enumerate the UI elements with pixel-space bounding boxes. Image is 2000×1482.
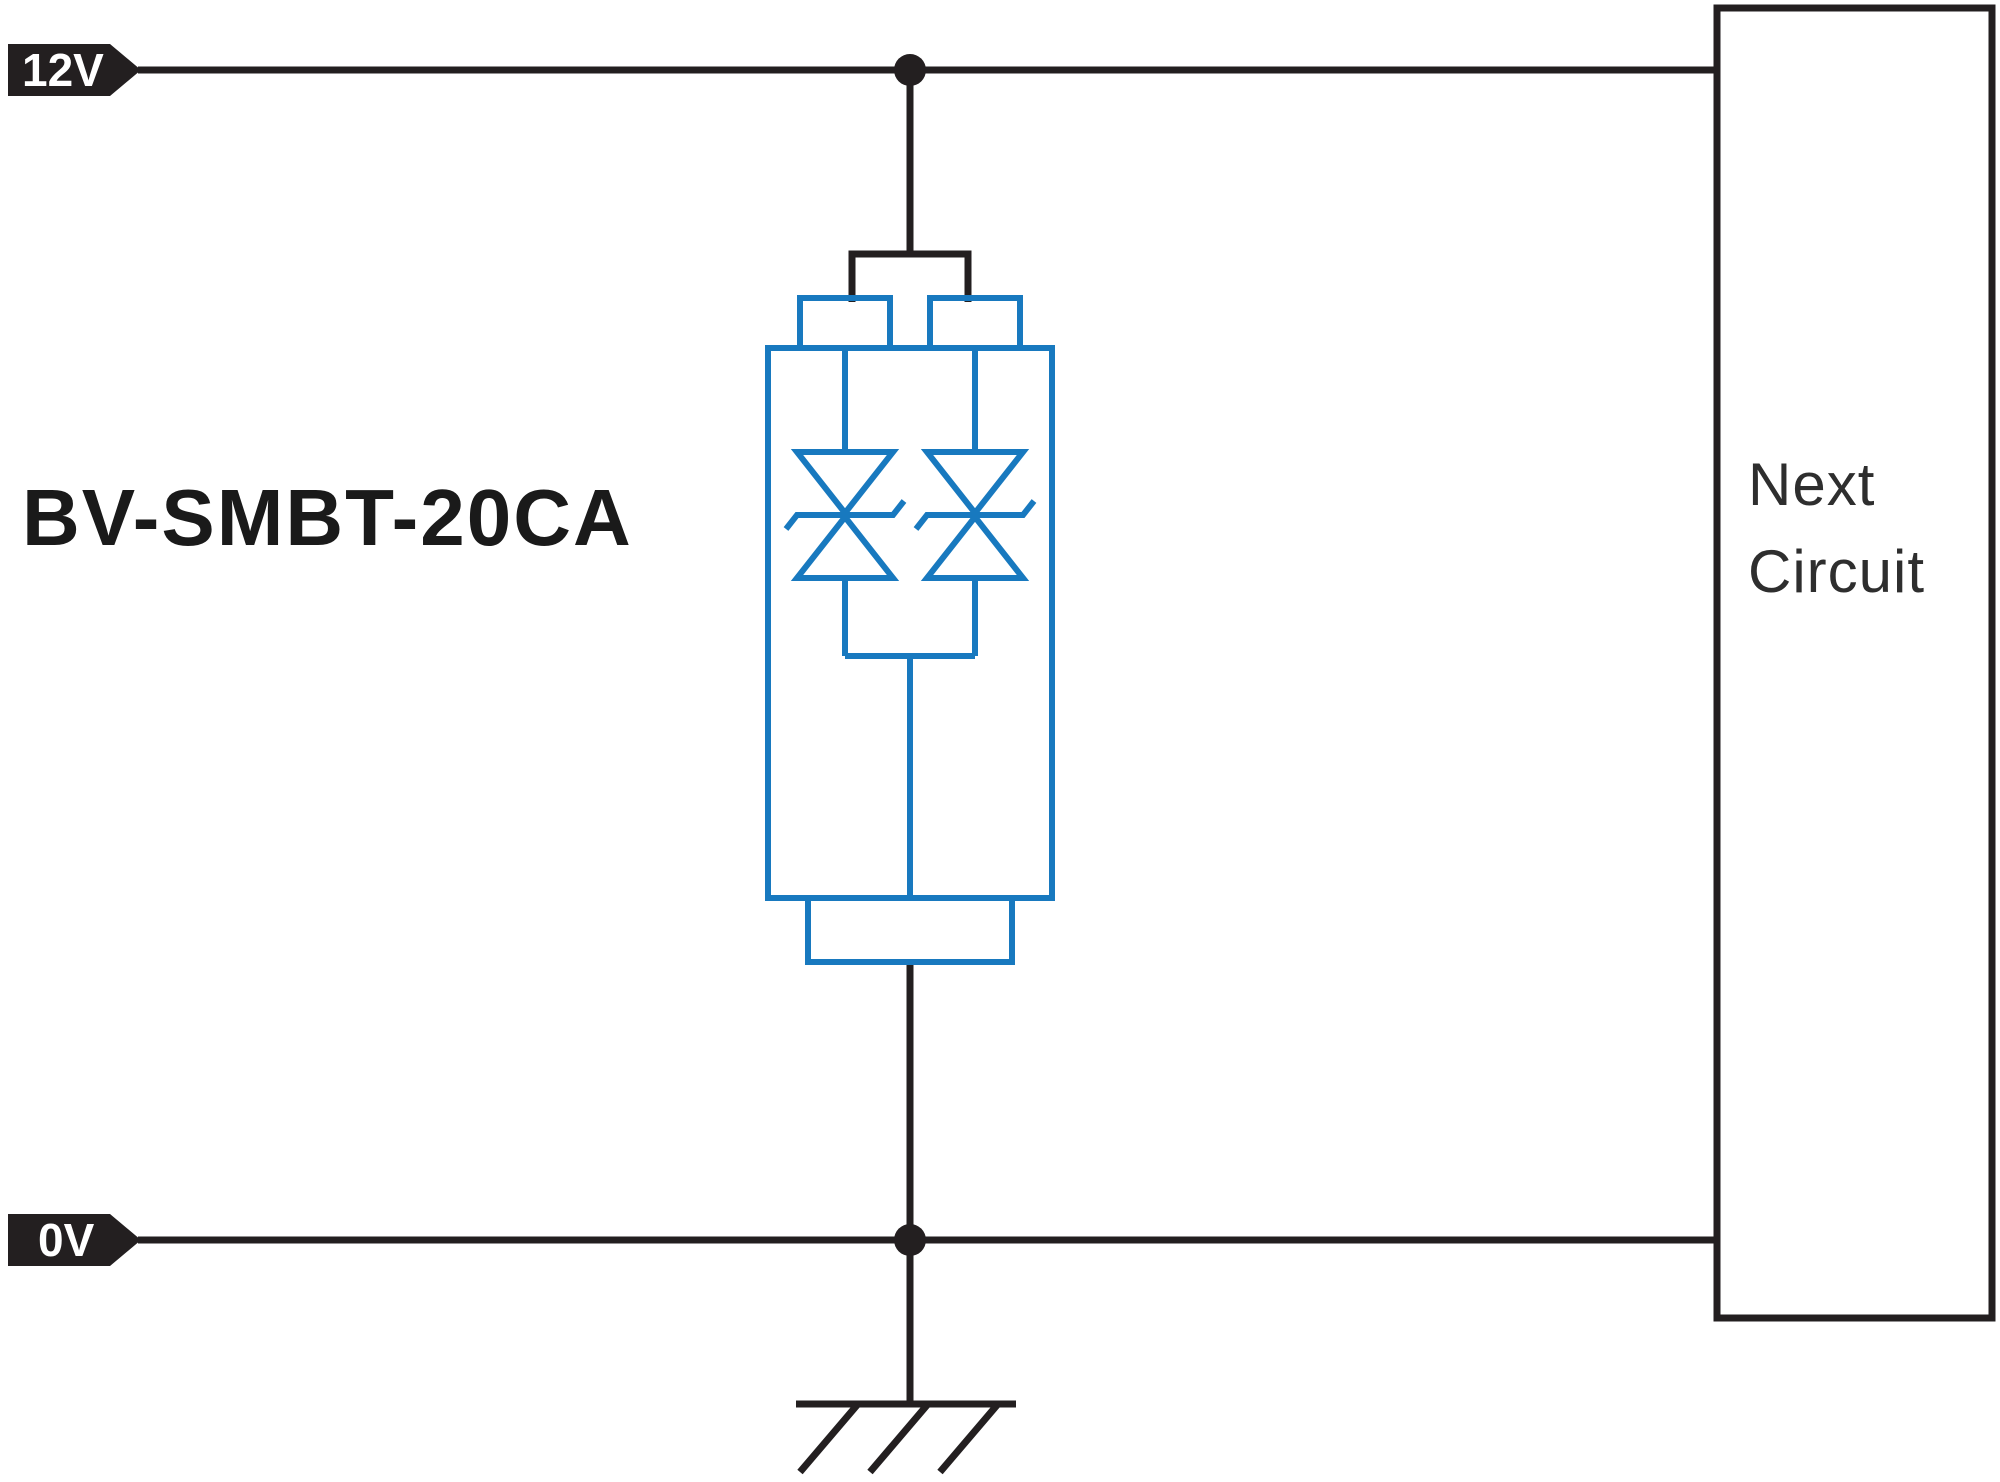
rail-tag-12v: 12V bbox=[8, 44, 141, 96]
tvs-zener-right bbox=[913, 449, 1037, 581]
component-label: BV-SMBT-20CA bbox=[22, 473, 633, 562]
wires bbox=[138, 66, 1717, 1404]
ground-hatch-1 bbox=[797, 1401, 861, 1475]
tvs-pin-top-right bbox=[927, 295, 1023, 351]
tvs-internal-leads bbox=[842, 348, 978, 898]
component-top-tab bbox=[848, 250, 972, 302]
next-circuit-box: Next Circuit bbox=[1713, 4, 1996, 1322]
tvs-zener-left bbox=[783, 449, 907, 581]
next-circuit-label-line2: Circuit bbox=[1748, 538, 1925, 605]
junction-dot-12v bbox=[894, 54, 926, 86]
rail-tag-0v-shape bbox=[8, 1214, 141, 1266]
rail-tag-12v-label: 12V bbox=[22, 44, 104, 96]
rail-tag-0v: 0V bbox=[8, 1214, 141, 1266]
bidirectional-tvs-diode-icon bbox=[765, 295, 1055, 965]
ground-hatch-2 bbox=[867, 1401, 931, 1475]
junction-dot-0v bbox=[894, 1224, 926, 1256]
rail-tag-0v-label: 0V bbox=[38, 1214, 95, 1266]
rail-tag-12v-shape bbox=[8, 44, 141, 96]
next-circuit-outline bbox=[1713, 4, 1996, 1322]
tvs-pin-top-left bbox=[797, 295, 893, 351]
ground-hatch-3 bbox=[937, 1401, 1001, 1475]
tvs-pin-bottom bbox=[805, 895, 1015, 965]
earth-ground-icon bbox=[796, 1400, 1016, 1475]
next-circuit-label-line1: Next bbox=[1748, 451, 1875, 518]
